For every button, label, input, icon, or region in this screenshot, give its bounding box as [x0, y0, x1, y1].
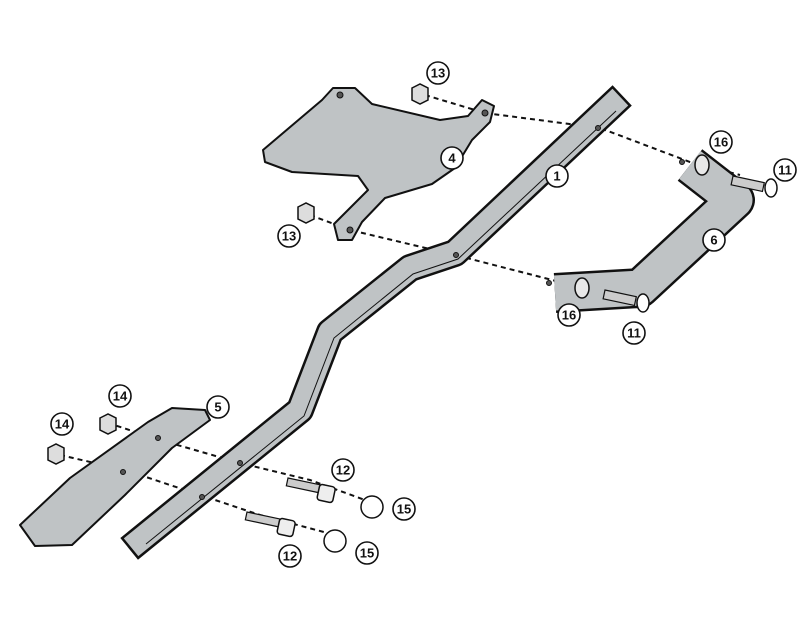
svg-text:15: 15 — [360, 546, 374, 561]
nut-13 — [297, 202, 315, 224]
svg-text:14: 14 — [55, 417, 70, 432]
svg-text:12: 12 — [283, 549, 297, 564]
bolt-11 — [730, 175, 778, 198]
svg-text:14: 14 — [113, 389, 128, 404]
callout: 15 — [355, 541, 379, 565]
svg-text:11: 11 — [778, 163, 792, 178]
callout: 13 — [277, 224, 301, 248]
svg-text:16: 16 — [562, 308, 576, 323]
callout: 12 — [278, 544, 302, 568]
bolt-12 — [285, 477, 336, 504]
callout: 13 — [426, 61, 450, 85]
callout: 6 — [702, 228, 726, 252]
callout: 5 — [206, 395, 230, 419]
callout: 15 — [392, 497, 416, 521]
hole — [346, 226, 354, 234]
callout: 12 — [331, 458, 355, 482]
callout: 16 — [557, 303, 581, 327]
bolt-11 — [602, 289, 650, 313]
callout: 14 — [108, 384, 132, 408]
callout: 1 — [545, 164, 569, 188]
hole — [336, 91, 344, 99]
svg-text:5: 5 — [214, 400, 221, 415]
bolt-12 — [244, 511, 296, 538]
hole — [481, 109, 489, 117]
svg-text:13: 13 — [431, 66, 445, 81]
bracket-part-6 — [546, 149, 755, 313]
bracket-part-5 — [19, 407, 211, 547]
callout: 14 — [50, 412, 74, 436]
svg-text:4: 4 — [448, 151, 456, 166]
main-bar-part-1 — [120, 85, 632, 560]
callout: 11 — [622, 321, 646, 345]
cap-15 — [323, 529, 347, 553]
svg-text:11: 11 — [627, 326, 641, 341]
svg-text:13: 13 — [282, 229, 296, 244]
plate-part-4 — [262, 87, 495, 241]
nut-13 — [411, 83, 429, 105]
svg-text:1: 1 — [553, 169, 560, 184]
svg-text:16: 16 — [714, 135, 728, 150]
svg-text:6: 6 — [710, 233, 717, 248]
nut-14 — [99, 413, 117, 435]
callout: 4 — [440, 146, 464, 170]
svg-text:12: 12 — [336, 463, 350, 478]
washer-16 — [574, 277, 590, 299]
washer-16 — [694, 154, 710, 176]
callout: 11 — [773, 158, 797, 182]
nut-14 — [47, 443, 65, 465]
svg-text:15: 15 — [397, 502, 411, 517]
cap-15 — [360, 495, 384, 519]
callout: 16 — [709, 130, 733, 154]
